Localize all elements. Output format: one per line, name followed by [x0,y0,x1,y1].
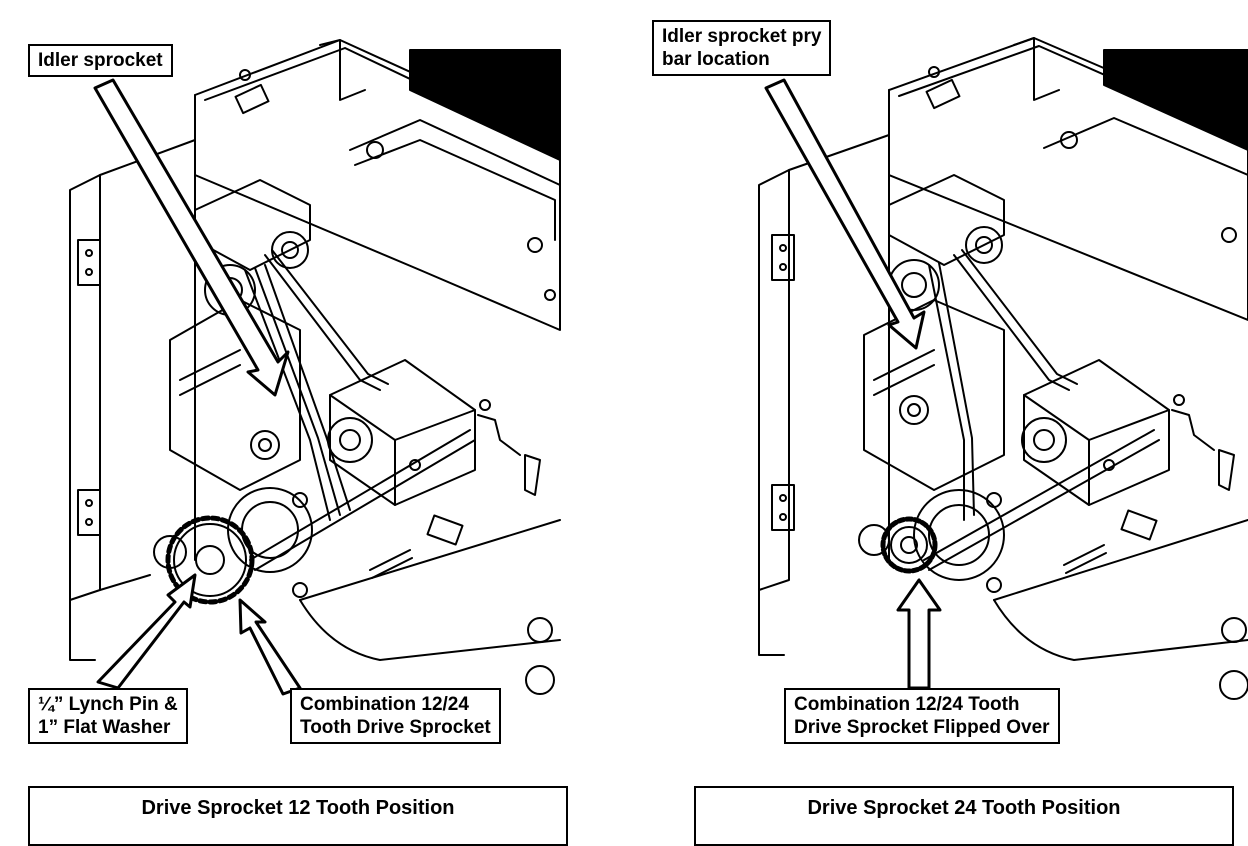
idler-bracket [863,174,1005,491]
callout-line: 1” Flat Washer [38,717,171,738]
combo-flipped-pointer-arrow [896,578,942,690]
machine-drawing-right [758,37,1248,700]
pointer-arrows-left [93,78,302,696]
caption-12-tooth: Drive Sprocket 12 Tooth Position [28,786,568,846]
drive-chain-right [923,249,1160,571]
idler-pry-bar-pointer-arrow [764,78,926,350]
latch-left [369,399,541,579]
side-door [69,139,196,661]
callout-lynch-pin: ¼” Lynch Pin & 1” Flat Washer [28,688,188,744]
pointer-arrows-right [764,78,942,690]
callout-line: Combination 12/24 [300,694,469,715]
callout-line: ¼” Lynch Pin & [38,694,178,715]
caption-text: Drive Sprocket 24 Tooth Position [807,797,1121,819]
gearbox-left [327,359,476,506]
hub-right [913,489,1248,700]
drive-sprocket-right [858,516,938,574]
callout-combination-sprocket: Combination 12/24 Tooth Drive Sprocket [290,688,501,744]
drive-chain-left [244,249,476,571]
callout-combination-flipped: Combination 12/24 Tooth Drive Sprocket F… [784,688,1060,744]
machine-drawing-left [69,39,561,696]
lynch-pin-pointer-arrow [96,573,197,690]
side-door [758,134,890,656]
callout-line: Idler sprocket pry [662,26,822,47]
latch-right [1063,394,1235,574]
callout-line: Combination 12/24 Tooth [794,694,1020,715]
caption-24-tooth: Drive Sprocket 24 Tooth Position [694,786,1234,846]
idler-pointer-arrow [93,78,290,397]
housing [888,37,1248,661]
callout-line: Idler sprocket [38,50,163,71]
combo-pointer-arrow [238,598,302,696]
caption-text: Drive Sprocket 12 Tooth Position [141,797,455,819]
callout-line: bar location [662,49,770,70]
housing [194,39,561,661]
drive-sprocket-left [153,515,255,605]
panel-12-tooth: Idler sprocket ¼” Lynch Pin & 1” Flat Wa… [0,0,624,846]
callout-line: Drive Sprocket Flipped Over [794,717,1050,738]
panel-24-tooth: Idler sprocket pry bar location Combinat… [624,0,1248,846]
callout-idler-pry-bar: Idler sprocket pry bar location [652,20,832,76]
callout-idler-sprocket: Idler sprocket [28,44,173,77]
gearbox-right [1021,359,1170,506]
callout-line: Tooth Drive Sprocket [300,717,491,738]
